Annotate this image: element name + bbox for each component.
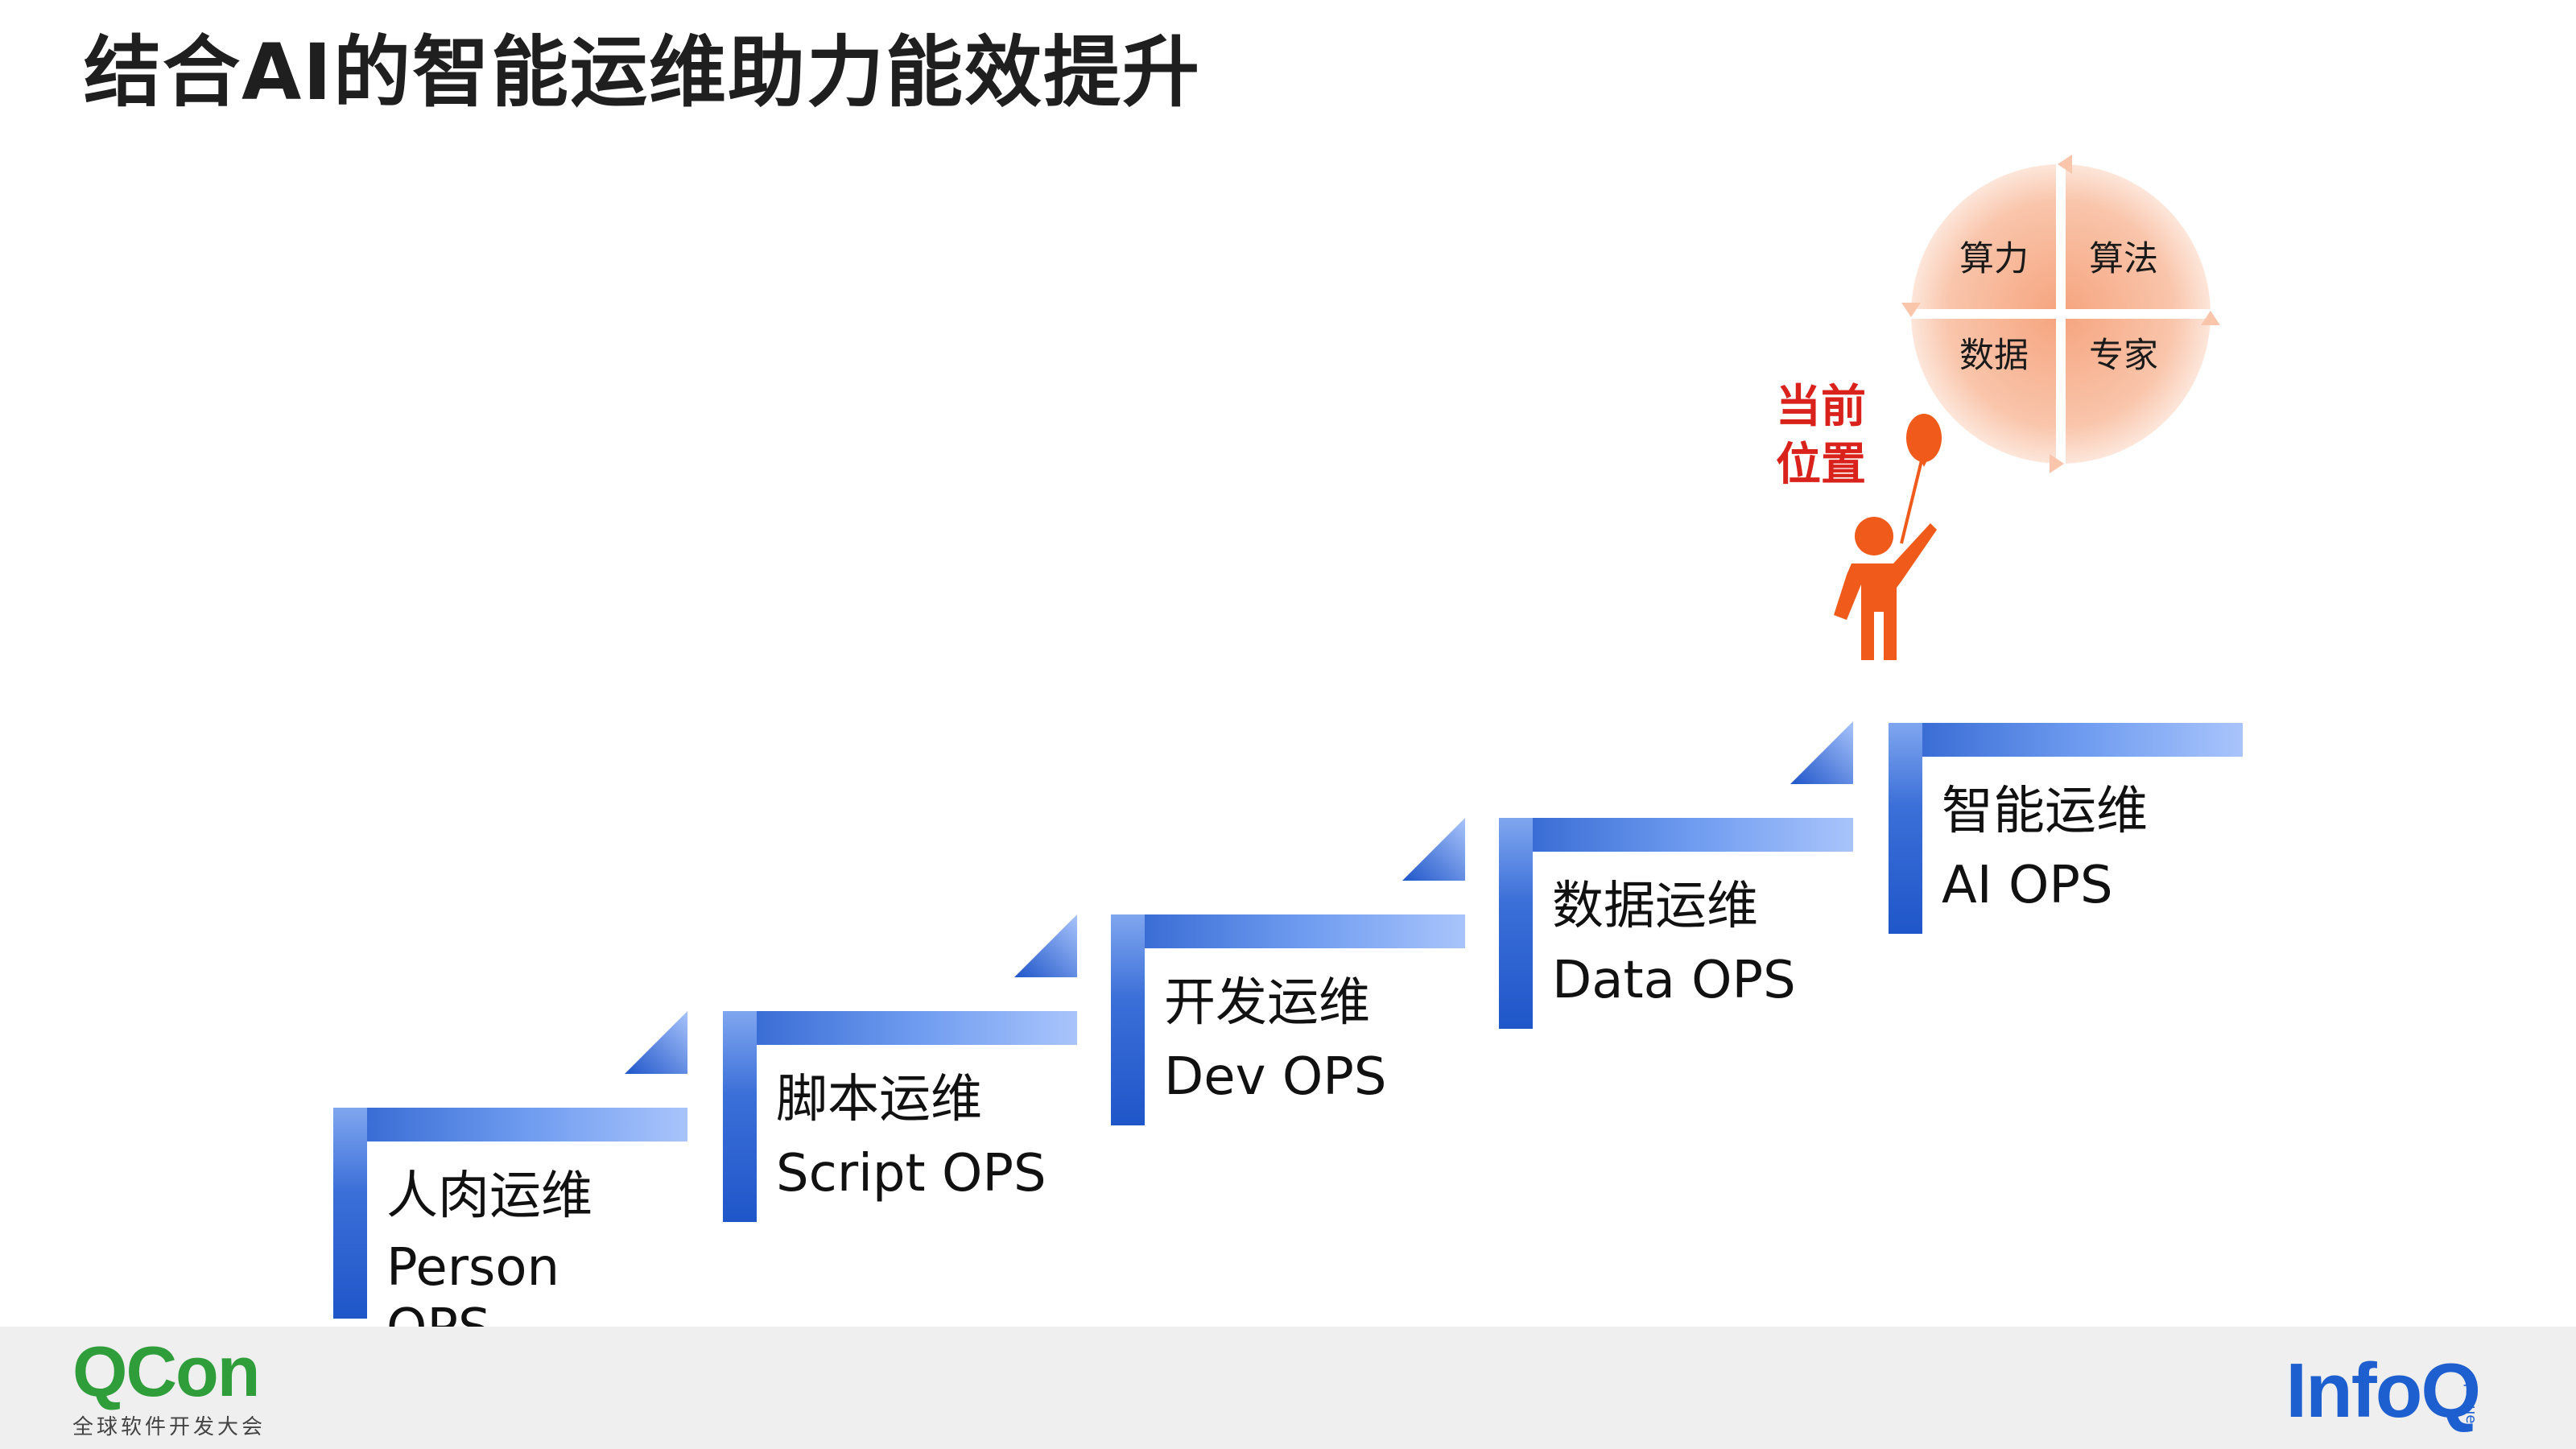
infoq-logo-side: queue [2462, 1378, 2479, 1424]
step-corner-triangle [1790, 721, 1853, 784]
infoq-logo-text: InfoQ [2285, 1348, 2481, 1434]
step-label-cn: 人肉运维 [386, 1166, 592, 1226]
slide-title: 结合AI的智能运维助力能效提升 [84, 27, 1202, 118]
step-label-cn: 数据运维 [1552, 877, 1758, 936]
current-position-label: 当前 位置 [1776, 378, 1866, 494]
cycle-arrow-bottom [2050, 454, 2064, 473]
step-bar-vertical [333, 1108, 367, 1319]
step-bar-horizontal [1889, 723, 2243, 757]
step-label-cn: 脚本运维 [776, 1070, 982, 1129]
step-corner-triangle [625, 1011, 687, 1074]
step-label: 数据运维 Data OPS [1552, 869, 1796, 1018]
qcon-logo-text: QCon [72, 1331, 261, 1411]
cycle-arrow-right [2201, 311, 2220, 325]
step-label-en: Person [386, 1238, 560, 1298]
step-bar-horizontal [333, 1108, 687, 1141]
step-bar-horizontal [723, 1011, 1077, 1045]
person-balloon-icon [1834, 414, 1942, 660]
step-label: 智能运维 AI OPS [1942, 774, 2148, 923]
step-bar-vertical [1499, 818, 1533, 1029]
step-bar-horizontal [1111, 914, 1465, 948]
wheel-label-algorithm: 算法 [2089, 239, 2158, 279]
footer-bar [0, 1327, 2576, 1449]
step-label: 脚本运维 Script OPS [776, 1063, 1046, 1211]
step-label: 人肉运维 Person OPS [386, 1159, 592, 1354]
step-label-en: Script OPS [776, 1144, 1046, 1203]
wheel-label-data: 数据 [1959, 336, 2029, 376]
step-label-cn: 开发运维 [1164, 973, 1370, 1033]
current-position-line2: 位置 [1776, 439, 1866, 491]
step-bar-vertical [1889, 723, 1922, 934]
wheel-label-compute: 算力 [1959, 239, 2029, 279]
wheel-graphic [1900, 153, 2222, 475]
step-corner-triangle [1402, 818, 1465, 881]
qcon-logo: QCon 全球软件开发大会 [72, 1331, 266, 1440]
current-position-line1: 当前 [1776, 381, 1866, 433]
step-bar-vertical [1111, 914, 1145, 1125]
step-bar-vertical [723, 1011, 757, 1222]
infoq-logo: InfoQ queue [2285, 1348, 2481, 1434]
step-label-en: Dev OPS [1164, 1047, 1387, 1107]
step-corner-triangle [1014, 914, 1077, 977]
step-bar-horizontal [1499, 818, 1853, 852]
step-label-en: AI OPS [1942, 856, 2113, 915]
qcon-logo-subtitle: 全球软件开发大会 [72, 1415, 266, 1439]
step-label: 开发运维 Dev OPS [1164, 966, 1386, 1114]
step-label-cn: 智能运维 [1942, 782, 2148, 841]
cycle-arrow-top [2058, 155, 2072, 174]
capability-wheel: 算力 算法 数据 专家 [1900, 153, 2222, 475]
step-label-en: Data OPS [1552, 951, 1796, 1010]
wheel-label-expert: 专家 [2089, 336, 2158, 376]
cycle-arrow-left [1901, 303, 1921, 317]
